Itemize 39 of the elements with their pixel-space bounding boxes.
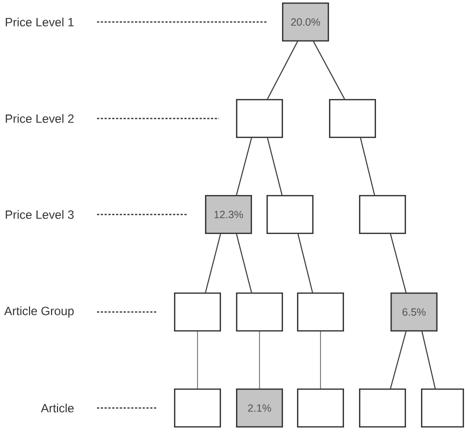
- empty-box: [174, 388, 221, 428]
- value-box: 12.3%: [205, 195, 252, 234]
- value-box: 6.5%: [390, 292, 438, 332]
- empty-box: [236, 99, 283, 138]
- connector-line: [360, 138, 376, 196]
- empty-box: [266, 195, 314, 234]
- leader-line: [97, 311, 157, 313]
- empty-box: [359, 195, 406, 234]
- empty-box: [421, 388, 464, 428]
- connector-line: [259, 331, 260, 389]
- leader-line: [97, 407, 157, 409]
- connector-line: [236, 234, 252, 293]
- leader-line: [97, 214, 188, 216]
- empty-box: [297, 292, 344, 332]
- connector-line: [267, 41, 298, 100]
- connector-line: [390, 234, 407, 293]
- empty-box: [174, 292, 221, 332]
- leader-line: [97, 21, 268, 23]
- empty-box: [236, 292, 283, 332]
- connector-line: [422, 331, 436, 389]
- empty-box: [329, 99, 376, 138]
- value-box: 20.0%: [282, 2, 329, 42]
- connector-line: [197, 331, 198, 389]
- connector-line: [390, 331, 407, 389]
- connector-line: [267, 138, 283, 196]
- connector-line: [298, 234, 314, 293]
- connector-line: [205, 234, 222, 293]
- level-label: Article Group: [4, 306, 74, 318]
- level-label: Price Level 1: [6, 18, 74, 26]
- value-box: 2.1%: [236, 388, 283, 428]
- empty-box: [297, 388, 344, 428]
- level-label: Price Level 2: [6, 114, 74, 123]
- leader-line: [97, 118, 219, 120]
- level-label: Article: [40, 404, 74, 412]
- level-label: Price Level 3: [6, 210, 74, 219]
- connector-line: [320, 331, 321, 389]
- empty-box: [359, 388, 406, 428]
- connector-line: [236, 138, 252, 196]
- connector-line: [313, 41, 346, 100]
